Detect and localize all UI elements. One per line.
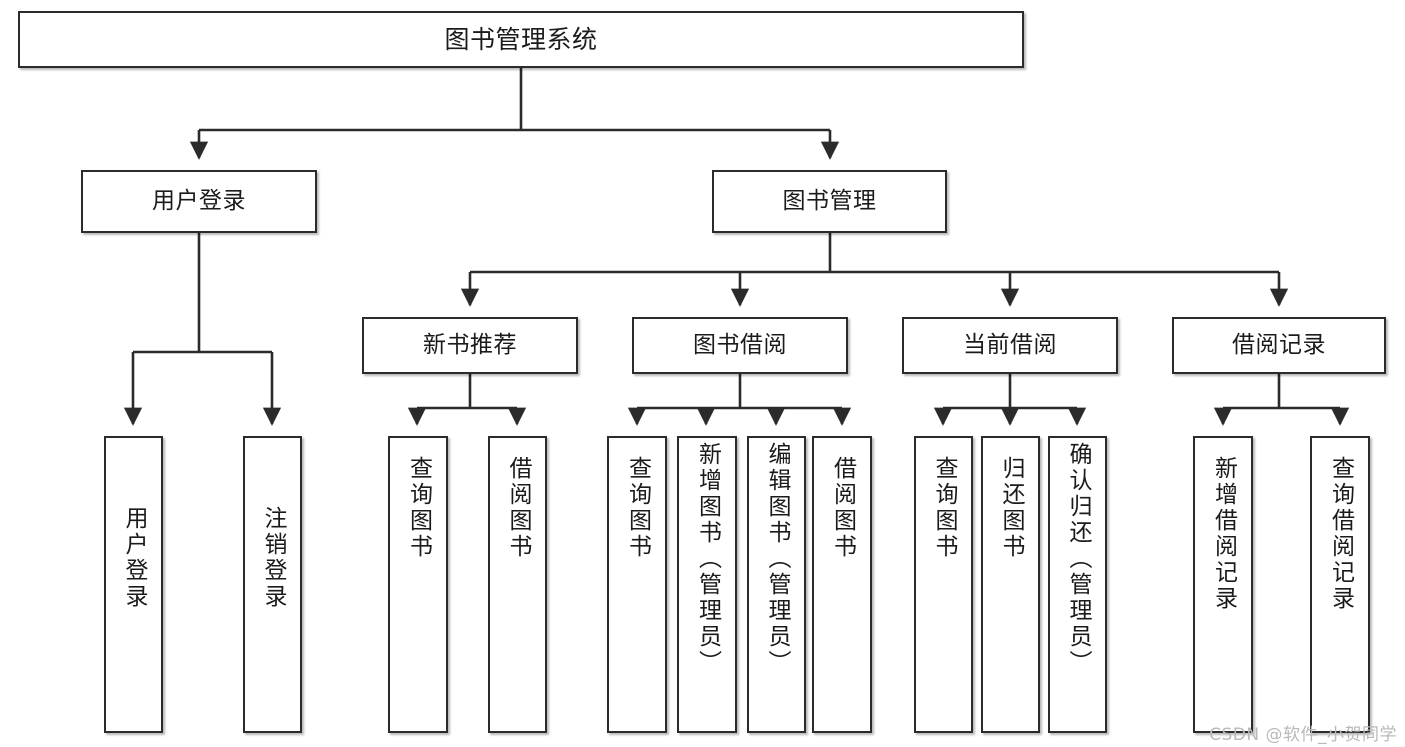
node-leaf-user-login[interactable]: 用户登录 [104,436,163,733]
edge-new-book-recommend-to-leaves [407,374,527,426]
node-new-book-recommend[interactable]: 新书推荐 [362,317,578,374]
node-leaf-confirm-return-admin-label: 确认归还（管理员） [1065,442,1091,676]
node-leaf-logout-login[interactable]: 注销登录 [243,436,302,733]
node-current-borrow-label: 当前借阅 [963,331,1057,358]
node-leaf-add-book-admin-label: 新增图书（管理员） [694,442,721,676]
node-root[interactable]: 图书管理系统 [18,11,1024,68]
edge-book-management-to-level3 [460,233,1289,307]
node-leaf-return-book[interactable]: 归还图书 [981,436,1040,733]
node-leaf-query-borrow-record-label: 查询借阅记录 [1327,456,1354,612]
node-borrow-record[interactable]: 借阅记录 [1172,317,1386,374]
node-leaf-query-book-3[interactable]: 查询图书 [914,436,973,733]
node-leaf-borrow-book-2[interactable]: 借阅图书 [812,436,872,733]
node-leaf-query-book-1-label: 查询图书 [405,456,432,560]
node-borrow-record-label: 借阅记录 [1232,331,1326,358]
node-book-management-label: 图书管理 [782,187,877,214]
node-book-borrow-label: 图书借阅 [693,331,787,358]
node-book-borrow[interactable]: 图书借阅 [632,317,848,374]
node-leaf-borrow-book-2-label: 借阅图书 [829,456,856,560]
watermark-label: CSDN @软件_小贺同学 [1209,725,1397,745]
edge-borrow-record-to-leaves [1213,374,1350,426]
node-leaf-query-book-2[interactable]: 查询图书 [607,436,667,733]
node-leaf-confirm-return-admin[interactable]: 确认归还（管理员） [1048,436,1107,733]
node-leaf-query-book-3-label: 查询图书 [931,456,957,560]
node-book-management[interactable]: 图书管理 [712,170,947,233]
node-leaf-edit-book-admin[interactable]: 编辑图书（管理员） [747,436,806,733]
node-user-login[interactable]: 用户登录 [81,170,317,233]
node-leaf-add-borrow-record-label: 新增借阅记录 [1210,456,1237,612]
node-root-label: 图书管理系统 [444,24,598,54]
node-leaf-add-borrow-record[interactable]: 新增借阅记录 [1193,436,1253,733]
node-leaf-query-borrow-record[interactable]: 查询借阅记录 [1310,436,1370,733]
node-leaf-borrow-book-1-label: 借阅图书 [505,456,531,560]
node-leaf-return-book-label: 归还图书 [998,456,1024,560]
edge-book-borrow-to-leaves [627,374,852,426]
node-leaf-logout-login-label: 注销登录 [260,506,286,610]
edge-root-to-level2 [189,68,840,160]
edge-current-borrow-to-leaves [933,374,1087,426]
edge-user-login-to-leaves [123,233,282,426]
node-leaf-add-book-admin[interactable]: 新增图书（管理员） [677,436,737,733]
node-leaf-query-book-2-label: 查询图书 [624,456,651,560]
node-leaf-edit-book-admin-label: 编辑图书（管理员） [764,442,790,676]
node-user-login-label: 用户登录 [152,187,246,214]
node-leaf-borrow-book-1[interactable]: 借阅图书 [488,436,547,733]
node-leaf-user-login-label: 用户登录 [121,506,147,610]
node-new-book-recommend-label: 新书推荐 [423,331,517,358]
node-leaf-query-book-1[interactable]: 查询图书 [388,436,448,733]
node-current-borrow[interactable]: 当前借阅 [902,317,1118,374]
